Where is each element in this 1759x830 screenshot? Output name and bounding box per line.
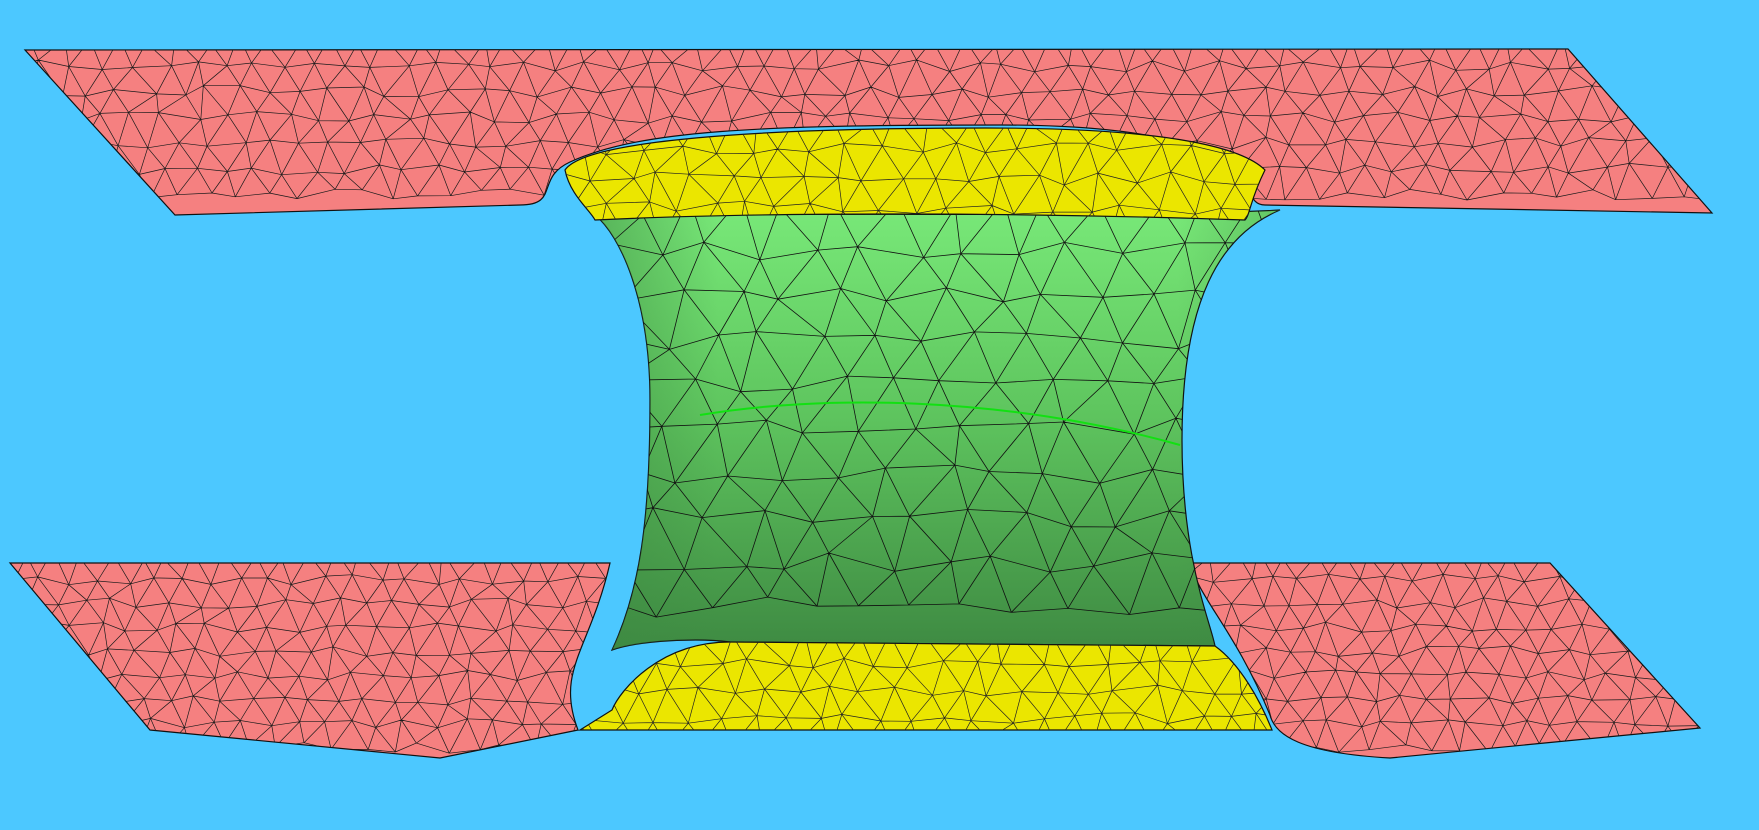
seam-line [699, 401, 1181, 446]
top-cap [564, 127, 1266, 221]
bottom-cap [577, 641, 1273, 731]
hourglass-column [593, 209, 1281, 652]
top-plate [23, 48, 1714, 216]
